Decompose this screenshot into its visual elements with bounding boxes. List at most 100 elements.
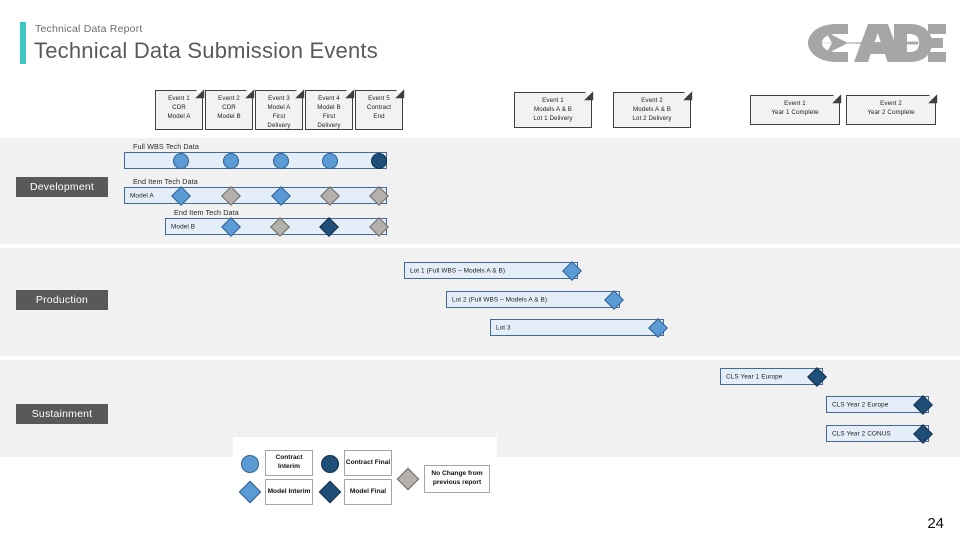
phase-label-sustainment: Sustainment — [16, 404, 108, 424]
page-number: 24 — [927, 515, 944, 532]
timeline-bar[interactable]: CLS Year 2 Europe — [826, 394, 933, 415]
page-title: Technical Data Submission Events — [34, 38, 378, 63]
diamond-marker-model-interim — [221, 216, 241, 237]
legend-label: Model Final — [349, 487, 387, 495]
folded-corner-icon — [244, 89, 254, 99]
event-line: Model A — [167, 112, 191, 120]
diamond-marker-nochange — [221, 185, 241, 206]
event-line: First — [322, 112, 336, 120]
event-line: Lot 2 Delivery — [632, 114, 672, 122]
event-line: First — [272, 112, 286, 120]
event-line: End — [373, 112, 385, 120]
event-line: Event 1 — [784, 100, 806, 107]
legend-label-box: Model Final — [344, 479, 392, 505]
folded-corner-icon — [583, 91, 593, 101]
legend-label-box: Model Interim — [265, 479, 313, 505]
timeline-bar[interactable]: CLS Year 2 CONUS — [826, 423, 933, 444]
timeline-bar-label: Model A — [130, 192, 154, 199]
event-line: Year 2 Complete — [867, 108, 915, 116]
timeline-bar[interactable]: Lot 1 (Full WBS – Models A & B) — [404, 260, 582, 281]
timeline-bar-label: CLS Year 2 Europe — [832, 401, 889, 408]
circle-marker-contract-final — [371, 152, 387, 169]
legend-circle-contract-final-icon — [321, 455, 339, 473]
timeline-bar[interactable]: Model A — [124, 185, 389, 206]
event-line: Delivery — [317, 121, 341, 129]
legend-label: Model Interim — [267, 487, 311, 495]
event-line: Model B — [317, 103, 341, 111]
folded-corner-icon — [394, 89, 404, 99]
timeline-bar[interactable]: Lot 3 — [490, 317, 668, 338]
timeline-bar[interactable]: CLS Year 1 Europe — [720, 366, 827, 387]
timeline-bar-label: Model B — [171, 223, 196, 230]
event-line: Model A — [267, 103, 291, 111]
timeline-bar-label: CLS Year 2 CONUS — [832, 430, 891, 437]
circle-marker-contract-interim — [173, 152, 189, 169]
event-line: Model B — [217, 112, 241, 120]
timeline-row-caption: Full WBS Tech Data — [133, 142, 199, 151]
diamond-marker-model-interim — [271, 185, 291, 206]
event-line: Models A & B — [533, 105, 572, 113]
timeline-bar-label: Lot 1 (Full WBS – Models A & B) — [410, 267, 506, 274]
legend-label: Contract Interim — [275, 454, 303, 470]
event-line: Event 2 — [641, 97, 663, 104]
event-line: CDR — [172, 103, 186, 111]
folded-corner-icon — [344, 89, 354, 99]
event-line: Models A & B — [632, 105, 671, 113]
legend-label-box: Contract Final — [344, 450, 392, 476]
folded-corner-icon — [194, 89, 204, 99]
diamond-marker-nochange — [270, 216, 290, 237]
event-line: Year 1 Complete — [771, 108, 819, 116]
cade-logo — [796, 12, 948, 74]
event-line: Lot 1 Delivery — [533, 114, 573, 122]
folded-corner-icon — [927, 94, 937, 104]
circle-marker-contract-interim — [322, 152, 338, 169]
phase-label-production: Production — [16, 290, 108, 310]
timeline-bar[interactable]: Lot 2 (Full WBS – Models A & B) — [446, 289, 624, 310]
event-line: Event 1 — [168, 95, 190, 102]
legend-label-box: Contract Interim — [265, 450, 313, 476]
legend-label-box: No Change from previous report — [424, 465, 490, 493]
event-line: Event 5 — [368, 95, 390, 102]
timeline-row-caption: End Item Tech Data — [133, 177, 198, 186]
timeline-bar[interactable] — [124, 152, 387, 169]
legend-circle-contract-interim-icon — [241, 455, 259, 473]
diamond-marker-nochange — [320, 185, 340, 206]
circle-marker-contract-interim — [273, 152, 289, 169]
timeline-row-caption: End Item Tech Data — [174, 208, 239, 217]
circle-marker-contract-interim — [223, 152, 239, 169]
timeline-bar-label: CLS Year 1 Europe — [726, 373, 783, 380]
event-line: Event 1 — [542, 97, 564, 104]
folded-corner-icon — [831, 94, 841, 104]
legend-diamond-model-final-icon — [318, 480, 342, 504]
folded-corner-icon — [294, 89, 304, 99]
header-accent-bar — [20, 22, 26, 64]
event-line: Event 4 — [318, 95, 340, 102]
folded-corner-icon — [682, 91, 692, 101]
event-line: Event 2 — [218, 95, 240, 102]
legend-label: No Change from previous report — [431, 470, 483, 486]
event-line: CDR — [222, 103, 236, 111]
legend-diamond-nochange-icon — [396, 467, 420, 491]
diamond-marker-nochange — [369, 216, 389, 237]
diamond-marker-nochange — [369, 185, 389, 206]
event-line: Event 2 — [880, 100, 902, 107]
phase-label-development: Development — [16, 177, 108, 197]
event-line: Event 3 — [268, 95, 290, 102]
event-line: Contract — [366, 103, 392, 111]
legend-diamond-model-interim-icon — [238, 480, 262, 504]
header-kicker: Technical Data Report — [35, 23, 143, 35]
diamond-marker-model-final — [319, 216, 339, 237]
timeline-bar[interactable]: Model B — [165, 216, 389, 237]
diamond-marker-model-interim — [171, 185, 191, 206]
event-line: Delivery — [267, 121, 291, 129]
